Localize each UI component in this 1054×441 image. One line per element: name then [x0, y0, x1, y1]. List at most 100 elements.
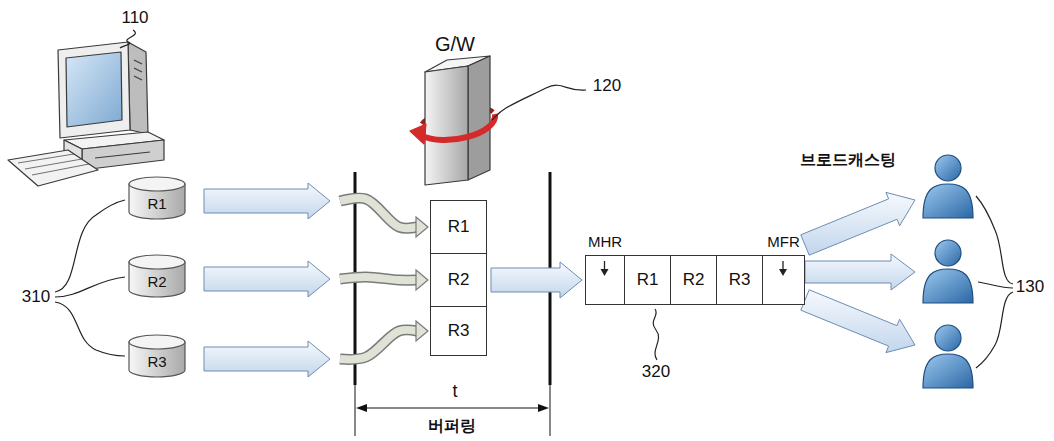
leader-line: [55, 277, 125, 297]
node-label: R3: [729, 270, 751, 290]
leader-line: [978, 282, 1013, 288]
dimension-arrowhead: [538, 404, 549, 412]
user-body: [923, 184, 973, 218]
drive-slot: [95, 152, 150, 158]
monitor-side: [128, 42, 148, 134]
curved-arrow-outline: [340, 330, 417, 359]
block-arrow: [204, 183, 330, 219]
vent-line: [134, 76, 142, 80]
broadcast-arrow: [801, 290, 915, 353]
server-icon: [410, 56, 495, 185]
dimension-line: [362, 408, 543, 409]
curved-arrow-outline: [340, 277, 417, 280]
leader-line: [653, 309, 658, 360]
vent-line: [134, 68, 142, 72]
callout-number: 310: [22, 288, 50, 307]
server-front: [425, 66, 468, 185]
cylinder-top: [129, 335, 185, 349]
extension-line: [550, 385, 551, 436]
server-side: [468, 56, 490, 180]
callout-number: 320: [642, 363, 670, 382]
curved-arrow: [340, 198, 417, 228]
annotation-label: 버퍼링: [428, 417, 476, 435]
down-arrow-symbol: [586, 256, 626, 306]
key-row: [32, 164, 89, 175]
frame-field: MHR: [585, 255, 625, 305]
case-side: [82, 140, 164, 170]
annotation-label: t: [452, 382, 457, 402]
leader-line: [55, 302, 125, 356]
leader-line: [976, 292, 1013, 368]
broadcast-arrow: [805, 254, 915, 290]
monitor-screen: [66, 52, 122, 127]
connector: [204, 261, 428, 297]
curved-arrow-head: [416, 321, 428, 341]
broadcast-arrow: [801, 192, 915, 255]
cylinder-top: [129, 177, 185, 191]
node-label: R1: [448, 217, 470, 237]
frame-field: R1: [624, 255, 671, 305]
frame-field: R2: [670, 255, 717, 305]
callout-number: 110: [121, 9, 148, 28]
node-label: R3: [448, 321, 470, 341]
extension-line: [355, 385, 356, 436]
user-icon: [923, 240, 973, 303]
curved-arrow-head: [416, 217, 428, 237]
leader-line: [492, 85, 586, 120]
storage-cylinder: R1: [128, 176, 186, 220]
rotation-arrow-front: [421, 114, 495, 140]
buffer-slot: R3: [430, 306, 487, 356]
computer-icon: [8, 42, 164, 186]
user-icon: [923, 155, 973, 218]
user-head: [935, 240, 961, 266]
block-arrow: [491, 262, 582, 298]
arrow-stem: [782, 261, 783, 270]
monitor-front: [58, 42, 130, 138]
arrow-head: [779, 269, 787, 276]
user-head: [935, 155, 961, 181]
connector: [204, 183, 428, 237]
curved-arrow: [340, 330, 417, 359]
node-label: R1: [637, 270, 659, 290]
annotation-label: 브로드캐스팅: [800, 151, 896, 169]
rotation-arrow-head: [410, 124, 426, 144]
key-row: [25, 159, 82, 169]
user-icon: [923, 325, 973, 388]
curved-arrow: [340, 277, 417, 280]
cylinder-top: [129, 255, 185, 269]
connector: [491, 262, 582, 298]
user-head: [935, 325, 961, 351]
node-label: R2: [147, 273, 166, 290]
buffer-slot: R1: [430, 200, 487, 254]
buffer-slot: R2: [430, 253, 487, 307]
node-label: R2: [683, 270, 705, 290]
field-name: MFR: [767, 233, 800, 250]
arrow-stem: [604, 261, 605, 270]
arrow-head: [601, 269, 609, 276]
field-name: MHR: [588, 233, 622, 250]
node-label: R2: [448, 270, 470, 290]
frame-field: MFR: [762, 255, 805, 305]
storage-cylinder: R3: [128, 334, 186, 378]
vent-line: [134, 60, 142, 64]
block-arrow: [204, 261, 330, 297]
annotation-label: G/W: [435, 33, 475, 55]
block-arrow: [204, 341, 330, 377]
keyboard: [8, 150, 98, 186]
down-arrow-symbol: [763, 256, 806, 306]
leader-line: [55, 200, 125, 292]
leader-line: [120, 30, 135, 48]
user-body: [923, 354, 973, 388]
callout-number: 120: [593, 77, 621, 96]
user-body: [923, 269, 973, 303]
dimension-arrowhead: [356, 404, 367, 412]
connector: [204, 321, 428, 377]
storage-cylinder: R2: [128, 254, 186, 298]
curved-arrow-head: [416, 270, 428, 290]
frame-field: R3: [716, 255, 763, 305]
curved-arrow-outline: [340, 198, 417, 228]
leader-line: [976, 196, 1013, 284]
callout-number: 130: [1016, 278, 1044, 297]
node-label: R3: [147, 353, 166, 370]
